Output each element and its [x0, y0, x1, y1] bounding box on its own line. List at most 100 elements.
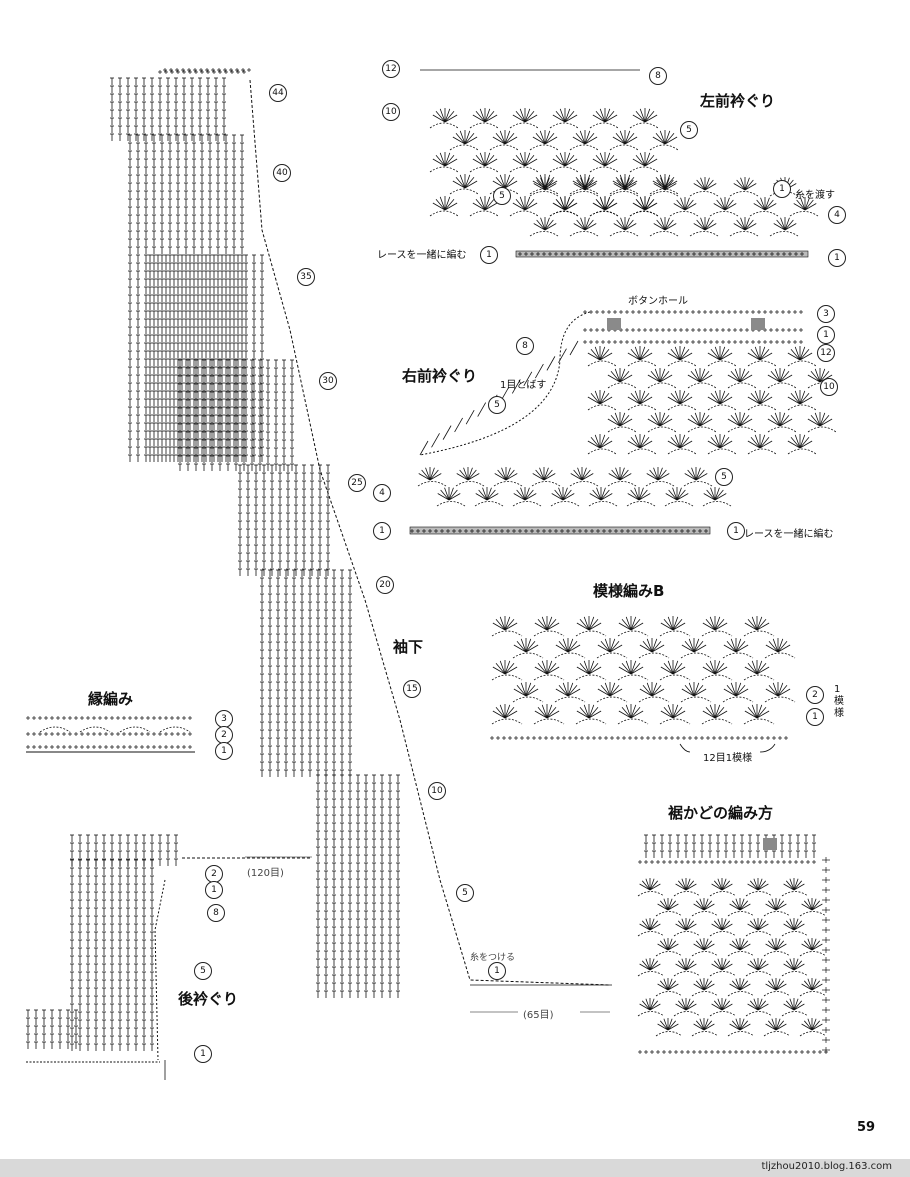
chain-arc	[647, 382, 677, 389]
stitch-line	[719, 390, 726, 405]
chain-arc	[627, 360, 657, 367]
stitch-line	[740, 217, 746, 231]
stitch-line	[774, 368, 781, 383]
stitch-line	[533, 183, 546, 191]
stitch-line	[590, 349, 601, 361]
stitch-line	[634, 390, 641, 405]
stitch-line	[799, 396, 813, 405]
stitch-line	[804, 197, 810, 211]
stitch-line	[807, 374, 821, 383]
stitch-line	[544, 183, 557, 191]
stitch-line	[575, 133, 586, 145]
stitch-line	[716, 199, 726, 211]
stitch-line	[650, 371, 661, 383]
stitch-line	[594, 346, 601, 361]
stitch-line	[624, 177, 630, 191]
stitch-line	[679, 393, 690, 405]
stitch-line	[756, 199, 766, 211]
stitch-line	[464, 130, 471, 145]
stitch-line	[624, 183, 637, 191]
stitch-line	[719, 349, 730, 361]
chain-arc	[707, 404, 737, 411]
stitch-line	[624, 174, 631, 189]
stitch-line	[639, 393, 650, 405]
stitch-line	[707, 396, 721, 405]
stitch-line	[627, 396, 641, 405]
stitch-line	[779, 418, 793, 427]
stitch-line	[564, 152, 571, 167]
stitch-line	[759, 346, 766, 361]
stitch-line	[719, 352, 733, 361]
chain-arc	[747, 404, 777, 411]
stitch-line	[472, 202, 486, 211]
stitch-line	[779, 415, 790, 427]
stitch-line	[707, 352, 721, 361]
stitch-line	[464, 136, 478, 145]
stitch-line	[664, 130, 671, 145]
stitch-line	[647, 418, 661, 427]
stitch-line	[779, 368, 786, 383]
stitch-line	[714, 346, 721, 361]
stitch-line	[572, 136, 586, 145]
stitch-line	[495, 133, 506, 145]
stitch-line	[664, 136, 678, 145]
chain-arc	[429, 122, 459, 129]
stitch-line	[632, 158, 646, 167]
stitch-line	[553, 203, 566, 211]
stitch-line	[624, 130, 631, 145]
chain-arc	[629, 122, 659, 129]
stitch-line	[492, 136, 506, 145]
chain-arc	[647, 426, 677, 433]
stitch-line	[767, 374, 781, 383]
stitch-line	[504, 133, 515, 145]
stitch-line	[499, 130, 506, 145]
stitch-line	[540, 177, 546, 191]
stitch-line	[595, 111, 606, 123]
stitch-line	[639, 346, 646, 361]
chain-arc	[469, 122, 499, 129]
chain-arc	[469, 166, 499, 173]
stitch-line	[555, 111, 566, 123]
stitch-line	[576, 219, 586, 231]
stitch-line	[584, 130, 591, 145]
stitch-line	[432, 114, 446, 123]
stitch-line	[544, 136, 558, 145]
chain-arc	[687, 426, 717, 433]
stitch-line	[654, 368, 661, 383]
chain-arc	[509, 166, 539, 173]
stitch-line	[595, 155, 606, 167]
stitch-line	[444, 152, 451, 167]
stitch-line	[620, 217, 626, 231]
stitch-line	[644, 155, 655, 167]
stitch-line	[659, 368, 666, 383]
chain-arc	[609, 231, 639, 237]
stitch-line	[515, 155, 526, 167]
chain-arc	[729, 191, 759, 197]
stitch-line	[572, 180, 586, 189]
stitch-line	[619, 418, 633, 427]
stitch-line	[432, 158, 446, 167]
stitch-line	[584, 180, 598, 189]
stitch-line	[560, 197, 566, 211]
chain-arc	[469, 210, 499, 217]
stitch-line	[704, 183, 717, 191]
stitch-line	[524, 158, 538, 167]
stitch-line	[736, 219, 746, 231]
stitch-line	[544, 217, 550, 231]
stitch-line	[564, 203, 577, 211]
stitch-line	[673, 203, 686, 211]
stitch-line	[679, 396, 693, 405]
stitch-line	[679, 352, 693, 361]
stitch-line	[604, 203, 617, 211]
stitch-line	[584, 219, 594, 231]
stitch-line	[593, 203, 606, 211]
stitch-line	[664, 133, 675, 145]
chain-arc	[569, 231, 599, 237]
stitch-line	[656, 219, 666, 231]
stitch-line	[719, 393, 730, 405]
sleeve-edge	[249, 79, 611, 986]
stitch-line	[693, 183, 706, 191]
stitch-line	[579, 174, 586, 189]
stitch-line	[573, 223, 586, 231]
chain-arc	[727, 426, 757, 433]
